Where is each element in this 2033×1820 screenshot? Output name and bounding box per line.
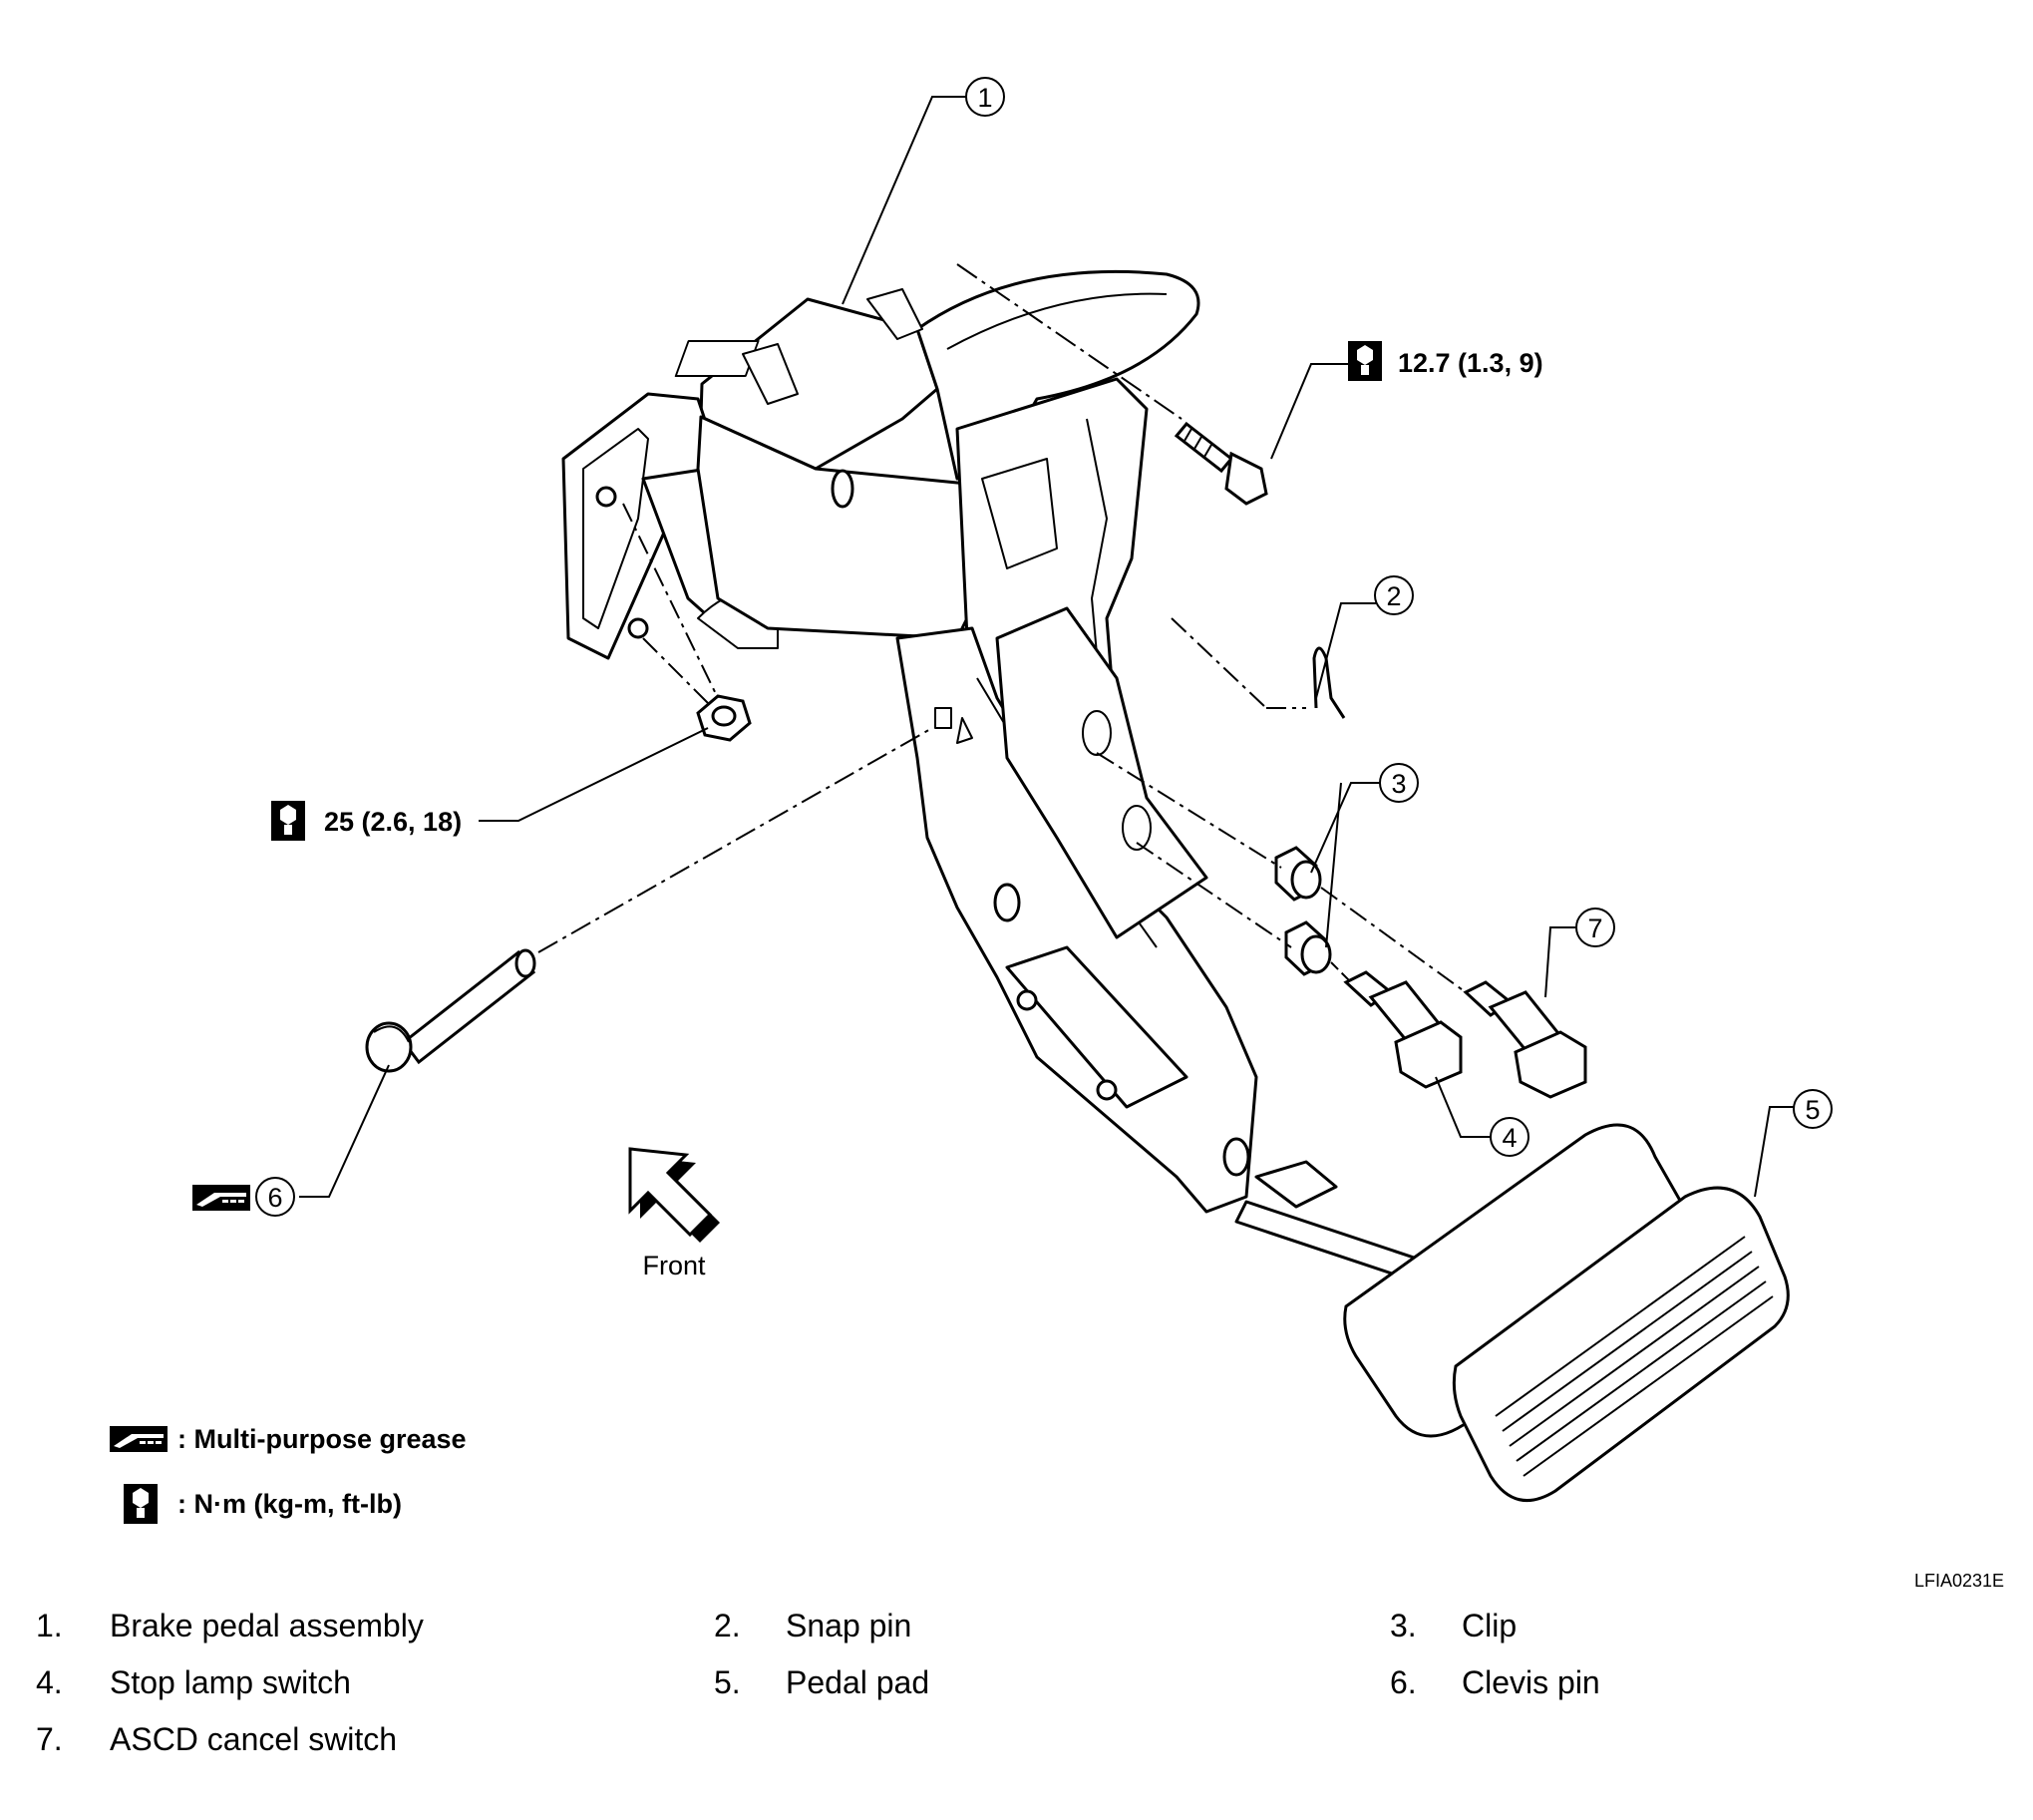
legend-part-name: Stop lamp switch (110, 1664, 351, 1700)
svg-text:: Multi-purpose grease: : Multi-purpose grease (177, 1424, 467, 1454)
legend-part-name: ASCD cancel switch (110, 1721, 398, 1757)
svg-text:3: 3 (1391, 769, 1406, 799)
grease-icon (110, 1426, 168, 1452)
torque-spec-bolt: 12.7 (1.3, 9) (1348, 341, 1543, 381)
callout-5: 5 (1793, 1089, 1833, 1129)
legend-num: 2. (714, 1608, 741, 1643)
svg-text:1: 1 (977, 83, 992, 113)
legend-part-name: Brake pedal assembly (110, 1608, 424, 1643)
torque-wrench-icon (1348, 341, 1382, 381)
mounting-nut (696, 694, 752, 742)
legend-num: 3. (1390, 1608, 1417, 1643)
front-label: Front (642, 1251, 706, 1280)
callout-4: 4 (1490, 1117, 1529, 1157)
nut-axis-line-2 (642, 637, 709, 704)
bolt-axis-line (956, 263, 1183, 420)
callout-6: 6 (255, 1177, 295, 1217)
legend-num: 5. (714, 1664, 741, 1700)
ascd-axis-line (1320, 887, 1467, 993)
nut-axis-line (622, 503, 719, 699)
brake-pedal-assembly (561, 269, 1428, 1283)
svg-text:25 (2.6, 18): 25 (2.6, 18) (324, 807, 462, 837)
snap-pin (1312, 646, 1346, 719)
callout-7: 7 (1575, 908, 1615, 947)
symbol-key: : Multi-purpose grease : N·m (kg-m, ft-l… (110, 1424, 467, 1524)
svg-text:12.7 (1.3, 9): 12.7 (1.3, 9) (1398, 348, 1543, 378)
stop-lamp-switch (1343, 970, 1463, 1089)
svg-text:4: 4 (1502, 1123, 1517, 1153)
figure-code: LFIA0231E (1914, 1571, 2004, 1591)
legend-num: 7. (36, 1721, 63, 1757)
stop-lamp-axis-line (1330, 961, 1352, 983)
front-arrow-icon (628, 1147, 720, 1243)
callout-2: 2 (1374, 575, 1414, 615)
legend-num: 1. (36, 1608, 63, 1643)
callout-3: 3 (1379, 763, 1419, 803)
svg-text:: N·m (kg-m, ft-lb): : N·m (kg-m, ft-lb) (177, 1489, 402, 1519)
legend-num: 6. (1390, 1664, 1417, 1700)
clevis-pin-axis-line (537, 727, 933, 953)
clip-axis-line-2 (1136, 842, 1292, 948)
svg-text:5: 5 (1805, 1095, 1820, 1125)
legend-part-name: Snap pin (786, 1608, 912, 1643)
legend-part-name: Clevis pin (1462, 1664, 1600, 1700)
callout-1: 1 (965, 77, 1005, 117)
svg-text:6: 6 (267, 1183, 282, 1213)
legend-part-name: Pedal pad (786, 1664, 930, 1700)
grease-icon (192, 1185, 250, 1211)
clip (1274, 846, 1332, 976)
torque-spec-nut: 25 (2.6, 18) (271, 801, 462, 841)
svg-text:7: 7 (1587, 913, 1602, 943)
pedal-pad (1343, 1123, 1790, 1503)
torque-wrench-icon (124, 1484, 158, 1524)
torque-wrench-icon (271, 801, 305, 841)
ascd-cancel-switch (1463, 980, 1587, 1099)
svg-text:2: 2 (1386, 581, 1401, 611)
clevis-pin (365, 948, 536, 1073)
legend-num: 4. (36, 1664, 63, 1700)
snap-pin-axis-line (1171, 617, 1267, 709)
mounting-bolt (1174, 421, 1268, 506)
legend-part-name: Clip (1462, 1608, 1518, 1643)
clip-axis-line-1 (1096, 752, 1282, 869)
